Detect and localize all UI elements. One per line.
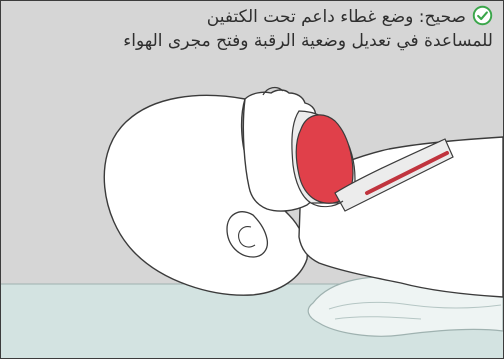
check-circle-icon	[472, 5, 493, 26]
airway-illustration	[1, 1, 503, 358]
caption-line-1: صحيح: وضع غطاء داعم تحت الكتفين	[7, 5, 493, 29]
caption-line-2: للمساعدة في تعديل وضعية الرقبة وفتح مجرى…	[7, 29, 493, 53]
caption-title: صحيح: وضع غطاء داعم تحت الكتفين	[207, 7, 466, 27]
caption: صحيح: وضع غطاء داعم تحت الكتفين للمساعدة…	[7, 5, 493, 53]
